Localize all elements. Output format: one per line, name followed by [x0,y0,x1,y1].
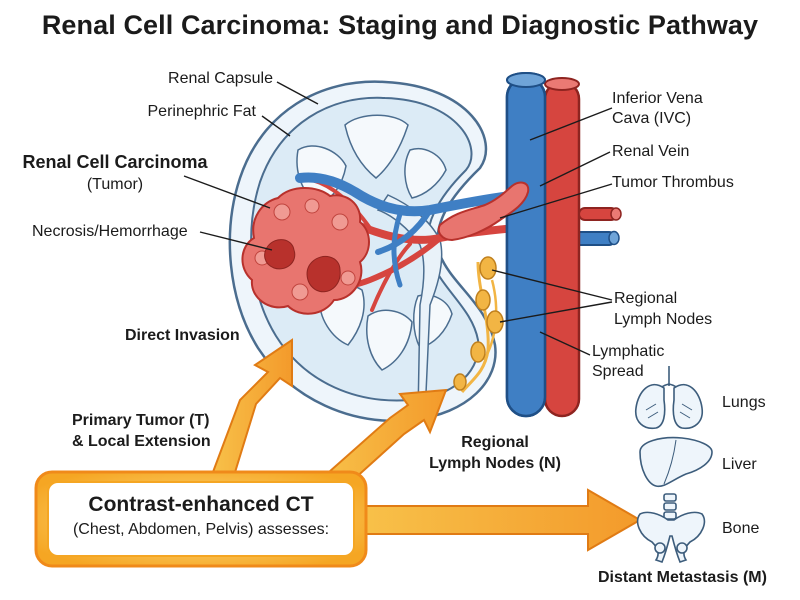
liver-icon [639,436,713,488]
label-primary-tumor: Primary Tumor (T) [72,412,210,429]
label-direct-invasion: Direct Invasion [125,327,240,344]
tumor-thrombus [437,181,530,242]
label-renal-vein: Renal Vein [612,143,690,160]
renal-vein-icon [295,172,515,288]
label-perinephric-fat: Perinephric Fat [147,103,257,120]
label-regional-1: Regional [614,290,678,307]
label-bone: Bone [722,520,760,537]
label-necrosis: Necrosis/Hemorrhage [32,223,188,240]
necrosis-area [264,239,296,270]
label-lymphatic-2: Spread [592,363,644,380]
label-rcc-sub: (Tumor) [86,176,144,193]
staging-arrows [208,338,643,552]
page-title: Renal Cell Carcinoma: Staging and Diagno… [41,10,759,40]
label-regional-2: Lymph Nodes [614,311,713,328]
arrow-distant-metastasis [354,488,643,552]
ct-box-subtitle: (Chest, Abdomen, Pelvis) assesses: [72,521,330,538]
renal-pyramid [366,309,413,371]
necrosis-area [306,255,341,293]
arrow-primary-tumor [208,338,293,484]
arrow-regional-nodes [318,388,448,492]
renal-pyramid [344,114,409,179]
label-rcc: Renal Cell Carcinoma [22,152,208,172]
lungs-icon [634,366,704,430]
label-lymphatic-1: Lymphatic [592,343,665,360]
label-n-regional: Regional [461,434,529,451]
label-ivc-1: Inferior Vena [612,90,703,107]
aorta-vessel-icon [505,72,622,418]
pelvis-bone-icon [636,493,706,563]
label-lungs: Lungs [722,394,766,411]
label-distant-metastasis: Distant Metastasis (M) [598,569,767,586]
label-liver: Liver [722,456,757,473]
renal-pyramid [404,148,447,199]
label-renal-capsule: Renal Capsule [168,70,273,87]
leader-lines [183,81,613,356]
label-local-extension: & Local Extension [72,433,211,450]
tumor-icon [241,187,370,315]
ct-box [34,470,368,568]
label-tumor-thrombus: Tumor Thrombus [612,174,734,191]
label-n-lymph-nodes: Lymph Nodes (N) [429,455,561,472]
label-ivc-2: Cava (IVC) [612,110,692,127]
ct-box-title: Contrast-enhanced CT [88,493,314,516]
lymph-node-icon [453,256,504,393]
